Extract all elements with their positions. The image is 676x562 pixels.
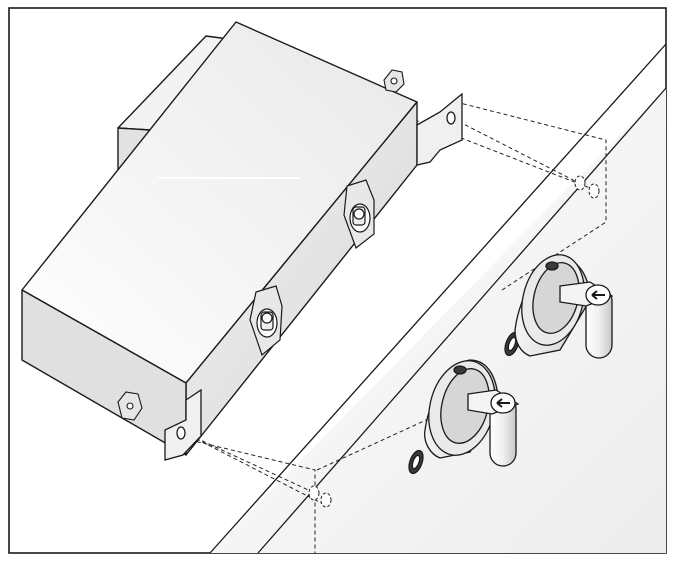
bracket-top <box>416 92 463 166</box>
panel-hole-lower-2 <box>320 492 332 508</box>
bracket-bottom <box>164 388 202 461</box>
mounting-guide-lines <box>139 101 607 553</box>
panel-hole-upper <box>574 175 586 191</box>
panel-face <box>210 88 666 553</box>
control-knob-lower <box>408 359 520 475</box>
junction-box <box>21 21 418 456</box>
screw-upper <box>343 179 375 249</box>
panel-hole-upper-2 <box>588 183 600 199</box>
control-knob-upper <box>504 254 614 359</box>
cabinet-panel <box>209 43 667 554</box>
nut-bottom <box>117 391 143 421</box>
screw-lower <box>249 285 283 357</box>
panel-hole-lower <box>308 485 320 501</box>
nut-top <box>383 69 405 93</box>
box-end-face <box>21 289 187 456</box>
